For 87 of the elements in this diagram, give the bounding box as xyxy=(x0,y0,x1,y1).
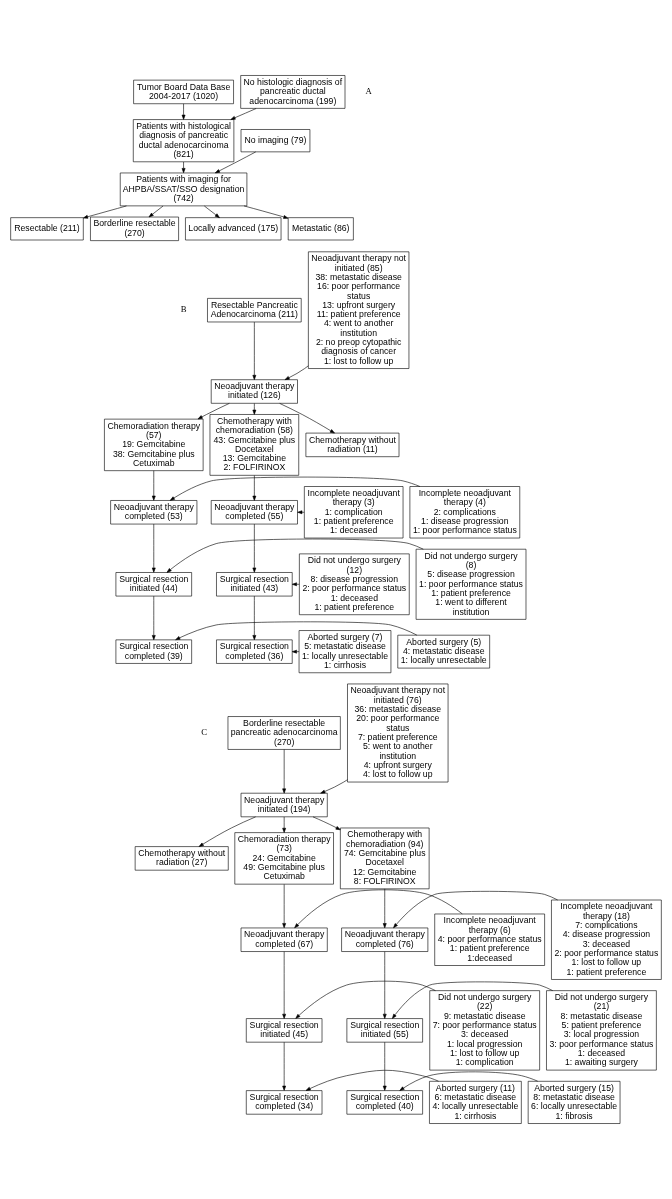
node-box: Patients with imaging for AHPBA/SSAT/SSO designation (742) xyxy=(119,172,248,207)
arrow xyxy=(291,649,300,654)
arrow xyxy=(83,205,127,219)
node-box: Did not undergo surgery (12) 8: disease progression 2: poor performance status 1: deceased 1: patient preference xyxy=(299,553,410,615)
node-box: Surgical resection initiated (44) xyxy=(115,572,192,597)
arrow xyxy=(151,470,156,501)
node-box: Surgical resection initiated (43) xyxy=(216,572,293,597)
arrow xyxy=(305,1069,439,1091)
arrow xyxy=(204,205,220,218)
label: A xyxy=(365,86,372,97)
node-box: Resectable (211) xyxy=(10,217,84,241)
arrow xyxy=(151,595,156,641)
node-box: Incomplete neoadjuvant therapy (6) 4: poor performance status 1: patient preference 1:deceased xyxy=(434,913,545,966)
node-box: Chemotherapy with chemoradiation (94) 74: Gemcitabine plus Docetaxel 12: Gemcitabine 8: FOLFIRINOX xyxy=(340,827,430,890)
arrow xyxy=(148,205,164,218)
node-box: Aborted surgery (15) 8: metastatic disease 6: locally unresectable 1: fibrosis xyxy=(527,1081,621,1124)
node-box: Chemotherapy without radiation (27) xyxy=(134,846,229,871)
node-box: Incomplete neoadjuvant therapy (3) 1: complication 1: patient preference 1: deceased xyxy=(304,486,404,539)
arrow xyxy=(297,510,305,515)
arrow xyxy=(282,816,286,833)
arrow xyxy=(382,951,387,1019)
node-box: Aborted surgery (11) 6: metastatic disease 4: locally unresectable 1: cirrhosis xyxy=(429,1081,522,1124)
node-box: Patients with histological diagnosis of pancreatic ductal adenocarcinoma (821) xyxy=(133,119,235,163)
node-box: Chemoradiation therapy (57) 19: Gemcitabine 38: Gemcitabine plus Cetuximab xyxy=(104,418,204,471)
node-box: Metastatic (86) xyxy=(287,217,354,241)
arrow xyxy=(169,476,421,501)
arrow xyxy=(295,980,436,1019)
label: B xyxy=(180,304,187,315)
arrow xyxy=(294,889,463,929)
arrow xyxy=(282,749,286,794)
arrow xyxy=(282,884,286,929)
arrow xyxy=(282,1041,286,1091)
arrow xyxy=(382,888,387,929)
arrow xyxy=(282,951,286,1019)
arrow xyxy=(151,523,156,573)
node-box: Locally advanced (175) xyxy=(185,217,282,241)
node-box: Borderline resectable (270) xyxy=(90,216,179,241)
node-box: Surgical resection completed (39) xyxy=(115,639,192,664)
node-box: Aborted surgery (5) 4: metastatic disease 1: locally unresectable xyxy=(397,634,490,669)
node-box: Neoadjuvant therapy completed (53) xyxy=(110,500,198,525)
arrow xyxy=(175,621,418,641)
node-box: Neoadjuvant therapy completed (55) xyxy=(210,500,298,525)
arrow xyxy=(181,103,186,120)
arrow xyxy=(181,161,186,174)
node-box: Surgical resection completed (34) xyxy=(245,1090,323,1115)
node-box: Surgical resection initiated (45) xyxy=(245,1018,323,1043)
node-box: No histologic diagnosis of pancreatic ductal adenocarcinoma (199) xyxy=(240,75,346,109)
node-box: No imaging (79) xyxy=(240,129,311,153)
node-box: Chemotherapy without radiation (11) xyxy=(305,432,400,457)
node-box: Did not undergo surgery (8) 5: disease progression 1: poor performance status 1: patient preference 1: went to different institution xyxy=(415,548,527,620)
node-box: Neoadjuvant therapy initiated (126) xyxy=(210,379,298,404)
arrow xyxy=(312,816,341,831)
arrow xyxy=(393,891,558,929)
arrow xyxy=(252,403,257,415)
arrow xyxy=(291,582,300,587)
arrow xyxy=(284,365,309,380)
node-box: Surgical resection completed (36) xyxy=(216,639,293,664)
node-box: Neoadjuvant therapy initiated (194) xyxy=(240,792,328,818)
node-box: Incomplete neoadjuvant therapy (4) 2: complications 1: disease progression 1: poor performance status xyxy=(409,486,521,539)
node-box: Did not undergo surgery (22) 9: metastatic disease 7: poor performance status 3: deceased 1: local progression 1: lost to follow up 1: complication xyxy=(429,990,540,1071)
arrow xyxy=(252,595,257,641)
arrow xyxy=(252,523,257,573)
arrow xyxy=(197,403,230,420)
node-box: Tumor Board Data Base 2004-2017 (1020) xyxy=(133,79,234,105)
arrow xyxy=(252,475,257,501)
arrow xyxy=(392,981,553,1019)
arrow xyxy=(382,1041,387,1091)
node-box: Chemoradiation therapy (73) 24: Gemcitabine 49: Gemcitabine plus Cetuximab xyxy=(234,832,334,885)
node-box: Neoadjuvant therapy not initiated (85) 38: metastatic disease 16: poor performance status 13: upfront surgery 11: patient preference 4: went to another institution 2: no preop cytopathic diagnosis of cancer 1: lost to follow up xyxy=(308,251,410,369)
arrow xyxy=(399,1071,538,1091)
arrow xyxy=(214,151,257,174)
arrow xyxy=(320,779,348,794)
node-box: Did not undergo surgery (21) 8: metastatic disease 5: patient preference 3: local progression 3: poor performance status 1: deceased 1: awaiting surgery xyxy=(546,990,657,1071)
node-box: Neoadjuvant therapy not initiated (76) 36: metastatic disease 20: poor performance status 7: patient preference 5: went to another institution 4: upfront surgery 4: lost to follow up xyxy=(347,683,449,783)
node-box: Neoadjuvant therapy completed (67) xyxy=(240,927,328,952)
node-box: Surgical resection completed (40) xyxy=(346,1090,423,1115)
arrow xyxy=(230,108,257,120)
arrow xyxy=(243,205,289,219)
arrow xyxy=(252,321,257,380)
node-box: Incomplete neoadjuvant therapy (18) 7: complications 4: disease progression 3: deceased 2: poor performance status 1: lost to follow up 1: patient preference xyxy=(551,899,662,980)
node-box: Resectable Pancreatic Adenocarcinoma (211) xyxy=(207,298,302,323)
node-box: Surgical resection initiated (55) xyxy=(346,1018,423,1043)
label: C xyxy=(201,727,207,738)
node-box: Chemotherapy with chemoradiation (58) 43: Gemcitabine plus Docetaxel 13: Gemcitabine 2: FOLFIRINOX xyxy=(209,414,300,476)
arrow xyxy=(279,403,335,434)
node-box: Neoadjuvant therapy completed (76) xyxy=(341,927,429,952)
node-box: Borderline resectable pancreatic adenocarcinoma (270) xyxy=(227,716,341,750)
